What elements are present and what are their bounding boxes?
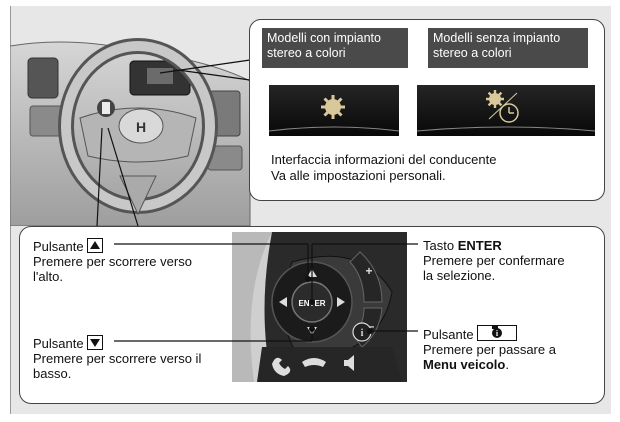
callout-enter-line2: la selezione. [423,268,496,283]
callout-up-button: Pulsante Premere per scorrere verso l'al… [33,238,192,284]
callout-up-line2: l'alto. [33,269,63,284]
up-arrow-icon [87,238,104,253]
callout-info-bold: Menu veicolo [423,357,506,372]
down-arrow-icon [87,335,104,350]
clock-icon [499,103,519,123]
callout-up-line1: Premere per scorrere verso [33,254,192,269]
display-screen-no-color-audio [416,85,596,136]
callout-enter-bold: ENTER [457,238,502,253]
svg-text:i: i [496,329,499,338]
callout-down-label: Pulsante [33,336,84,351]
gear-icon [321,95,345,119]
display-caption: Interfaccia informazioni del conducente … [271,152,496,184]
callout-up-label: Pulsante [33,239,84,254]
callout-down-line2: basso. [33,366,72,381]
callout-down-line1: Premere per scorrere verso il [33,351,202,366]
phone-icon [272,357,291,376]
callout-down-button: Pulsante Premere per scorrere verso il b… [33,335,201,381]
svg-text:H: H [136,119,146,135]
callout-enter-button: Tasto ENTER Premere per confermare la se… [423,238,565,283]
wheel-left-arrow [279,297,287,307]
callout-info-suffix: . [505,357,509,372]
svg-text:i: i [361,328,364,339]
wheel-right-arrow [337,297,345,307]
callout-info-button: Pulsante i Premere per passare a Menu ve… [423,325,556,372]
hangup-icon [302,358,326,367]
caption-subtitle: Va alle impostazioni personali. [271,168,446,183]
voice-icon [344,355,354,371]
callout-enter-line1: Premere per confermare [423,253,565,268]
volume-minus-label: – [368,319,375,333]
steering-wheel-buttons-photo: ENTER + – i [232,232,407,382]
info-button-icon: i [477,325,518,341]
label-with-color-audio: Modelli con impianto stereo a colori [262,28,408,68]
dashboard-illustration: H [10,38,251,226]
volume-plus-label: + [365,264,372,278]
callout-info-line1: Premere per passare a [423,342,556,357]
caption-title: Interfaccia informazioni del conducente [271,152,497,167]
callout-enter-prefix: Tasto [423,238,455,253]
gear-icon [486,90,504,108]
label-without-color-audio: Modelli senza impianto stereo a colori [428,28,588,68]
display-screen-color-audio [268,85,400,136]
callout-info-label: Pulsante [423,327,474,342]
